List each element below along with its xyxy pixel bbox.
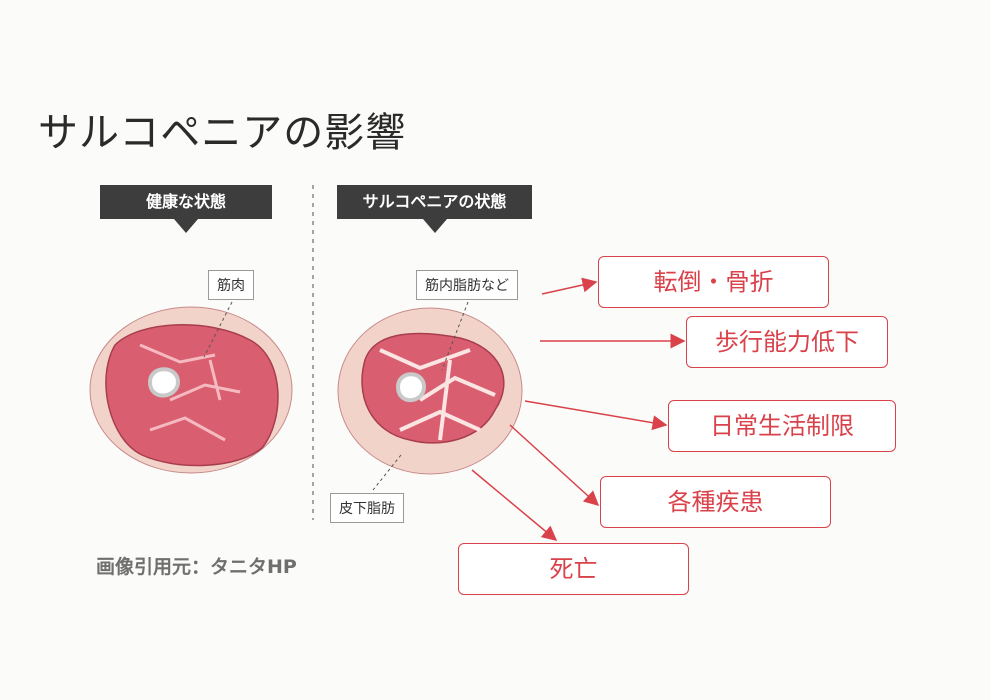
arrow-daily bbox=[524, 400, 668, 431]
leader-subcutaneous-fat bbox=[372, 454, 402, 491]
leader-muscle bbox=[203, 301, 233, 358]
image-credit: 画像引用元：タニタHP bbox=[96, 556, 297, 578]
effect-death: 死亡 bbox=[458, 543, 689, 595]
muscle-fat-label: 筋内脂肪など bbox=[416, 270, 518, 300]
healthy-cross-section bbox=[89, 306, 293, 474]
subcutaneous-fat-label: 皮下脂肪 bbox=[330, 493, 404, 523]
leader-muscle-fat bbox=[441, 301, 469, 371]
effect-various-diseases: 各種疾患 bbox=[600, 476, 831, 528]
arrow-fall bbox=[541, 277, 598, 295]
effect-fall-fracture: 転倒・骨折 bbox=[598, 256, 829, 308]
sarcopenia-cross-section bbox=[337, 307, 523, 475]
effect-walking-decline: 歩行能力低下 bbox=[686, 316, 888, 368]
muscle-label: 筋肉 bbox=[208, 270, 254, 300]
page-title: サルコペニアの影響 bbox=[38, 110, 407, 156]
healthy-state-tag: 健康な状態 bbox=[100, 185, 272, 233]
arrow-disease bbox=[509, 424, 600, 507]
arrow-death bbox=[471, 469, 558, 541]
effect-daily-life-limit: 日常生活制限 bbox=[668, 400, 896, 452]
sarcopenia-state-tag: サルコペニアの状態 bbox=[337, 185, 532, 233]
